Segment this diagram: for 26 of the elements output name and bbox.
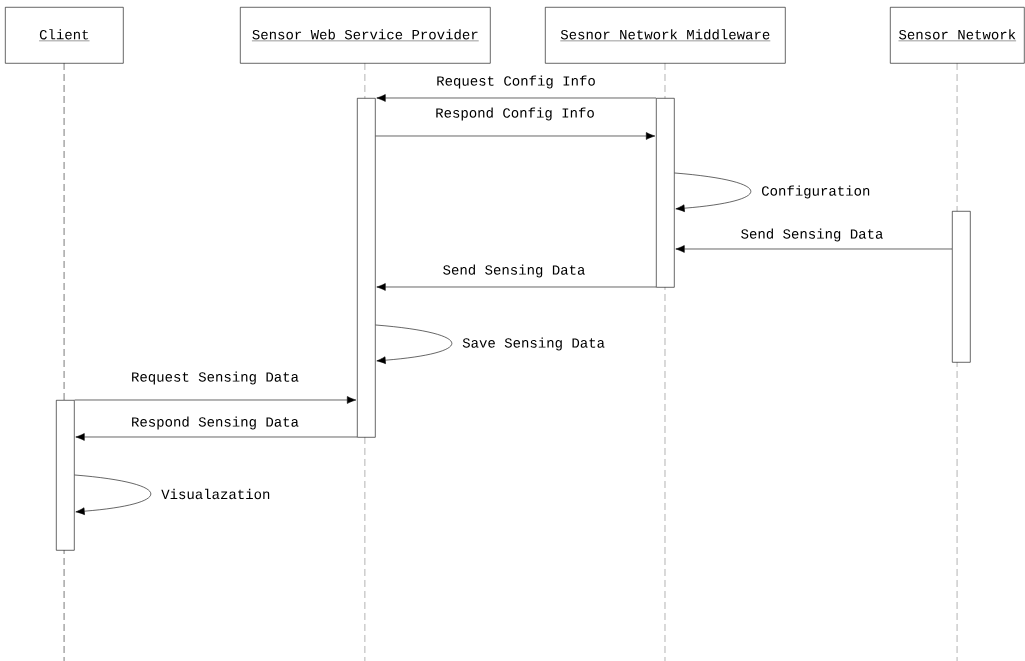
message-label: Request Sensing Data [130,370,300,386]
message-label: Visualazation [160,487,272,501]
message-arrow [375,324,453,364]
participant-box: Sensor Web Service Provider [240,7,491,64]
activation-bar [952,211,971,363]
message-arrow [74,474,152,515]
message-label: Send Sensing Data [441,263,587,279]
message-arrow [376,94,657,102]
message-label: Request Config Info [435,74,597,90]
message-label: Configuration [760,184,872,200]
message-arrow [74,396,357,404]
message-arrow [75,433,358,441]
message-arrow [376,283,657,291]
activation-bar [656,98,675,288]
activation-bar [56,400,75,551]
activation-bar [357,98,376,438]
participant-box: Client [5,7,124,64]
message-label: Save Sensing Data [461,336,607,352]
participant-box: Sesnor Network Middleware [545,7,786,64]
message-label: Respond Config Info [434,106,596,122]
message-arrow [674,172,752,212]
message-label: Respond Sensing Data [130,415,300,431]
message-arrow [375,132,656,140]
participant-box: Sensor Network [890,7,1025,64]
message-label: Send Sensing Data [739,227,885,243]
message-arrow [675,245,953,253]
